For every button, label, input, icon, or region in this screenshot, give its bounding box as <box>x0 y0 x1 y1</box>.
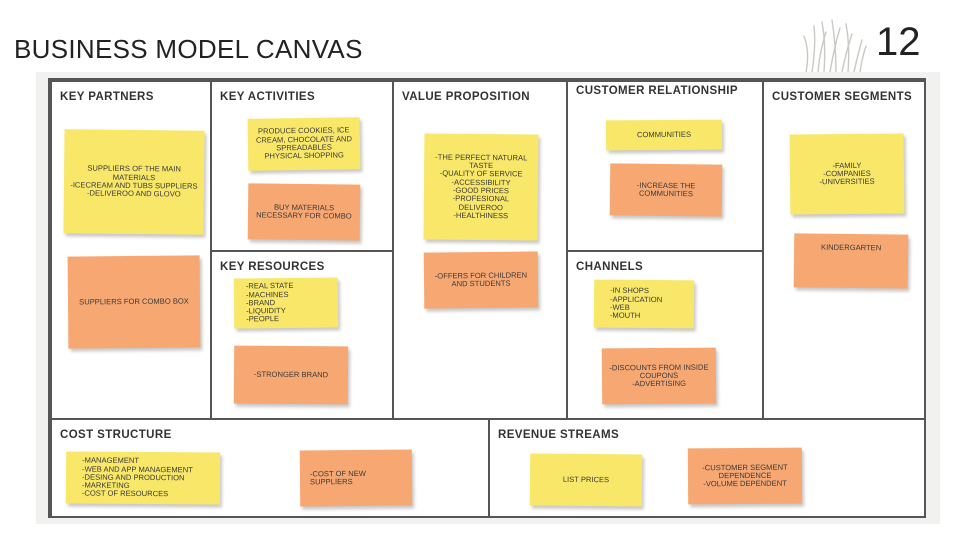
channels-title: CHANNELS <box>576 261 644 273</box>
sticky-note: -CUSTOMER SEGMENT DEPENDENCE -VOLUME DEP… <box>687 447 803 505</box>
customer-relationship-block: CUSTOMER RELATIONSHIP COMMUNITIES -INCRE… <box>566 80 764 252</box>
key-activities-block: KEY ACTIVITIES PRODUCE COOKIES, ICE CREA… <box>210 80 394 252</box>
sticky-note: PRODUCE COOKIES, ICE CREAM, CHOCOLATE AN… <box>247 117 361 171</box>
grass-decoration-icon <box>803 19 867 73</box>
key-partners-block: KEY PARTNERS SUPPLIERS OF THE MAIN MATER… <box>50 80 212 420</box>
sticky-note: SUPPLIERS OF THE MAIN MATERIALS -ICECREA… <box>63 129 205 235</box>
sticky-note: -FAMILY -COMPANIES -UNIVERSITIES <box>789 133 905 215</box>
sticky-note: COMMUNITIES <box>605 119 723 151</box>
key-resources-block: KEY RESOURCES -REAL STATE -MACHINES -BRA… <box>210 250 394 420</box>
key-partners-title: KEY PARTNERS <box>60 91 154 103</box>
sticky-note: SUPPLIERS FOR COMBO BOX <box>67 255 201 349</box>
business-model-canvas: KEY PARTNERS SUPPLIERS OF THE MAIN MATER… <box>48 78 926 518</box>
cost-structure-block: COST STRUCTURE -MANAGEMENT -WEB AND APP … <box>50 418 490 518</box>
sticky-note: -THE PERFECT NATURAL TASTE -QUALITY OF S… <box>423 133 539 241</box>
sticky-note: BUY MATERIALS NECESSARY FOR COMBO <box>247 183 361 241</box>
key-activities-title: KEY ACTIVITIES <box>220 91 316 103</box>
revenue-streams-title: REVENUE STREAMS <box>498 429 620 441</box>
customer-relationship-title: CUSTOMER RELATIONSHIP <box>576 85 738 97</box>
sticky-note: -IN SHOPS -APPLICATION -WEB -MOUTH <box>593 279 695 329</box>
sticky-note: KINDERGARTEN <box>793 233 909 289</box>
customer-segments-title: CUSTOMER SEGMENTS <box>772 91 913 103</box>
sticky-note: LIST PRICES <box>529 453 643 507</box>
key-resources-title: KEY RESOURCES <box>220 261 325 273</box>
value-proposition-block: VALUE PROPOSITION -THE PERFECT NATURAL T… <box>392 80 568 420</box>
sticky-note: -INCREASE THE COMMUNITIES <box>609 163 723 217</box>
sticky-note: -MANAGEMENT -WEB AND APP MANAGEMENT -DES… <box>65 451 221 505</box>
customer-segments-block: CUSTOMER SEGMENTS -FAMILY -COMPANIES -UN… <box>762 80 926 420</box>
revenue-streams-block: REVENUE STREAMS LIST PRICES -CUSTOMER SE… <box>488 418 926 518</box>
sticky-note: -COST OF NEW SUPPLIERS <box>299 449 413 507</box>
channels-block: CHANNELS -IN SHOPS -APPLICATION -WEB -MO… <box>566 250 764 420</box>
sticky-note: -DISCOUNTS FROM INSIDE COUPONS -ADVERTIS… <box>601 347 717 405</box>
value-proposition-title: VALUE PROPOSITION <box>402 91 530 103</box>
sticky-note: -OFFERS FOR CHILDREN AND STUDENTS <box>423 251 539 309</box>
page-title: BUSINESS MODEL CANVAS <box>14 34 363 64</box>
cost-structure-title: COST STRUCTURE <box>60 429 172 441</box>
page-number: 12 <box>876 20 921 64</box>
sticky-note: -REAL STATE -MACHINES -BRAND -LIQUIDITY … <box>233 277 339 329</box>
sticky-note: -STRONGER BRAND <box>233 345 349 405</box>
